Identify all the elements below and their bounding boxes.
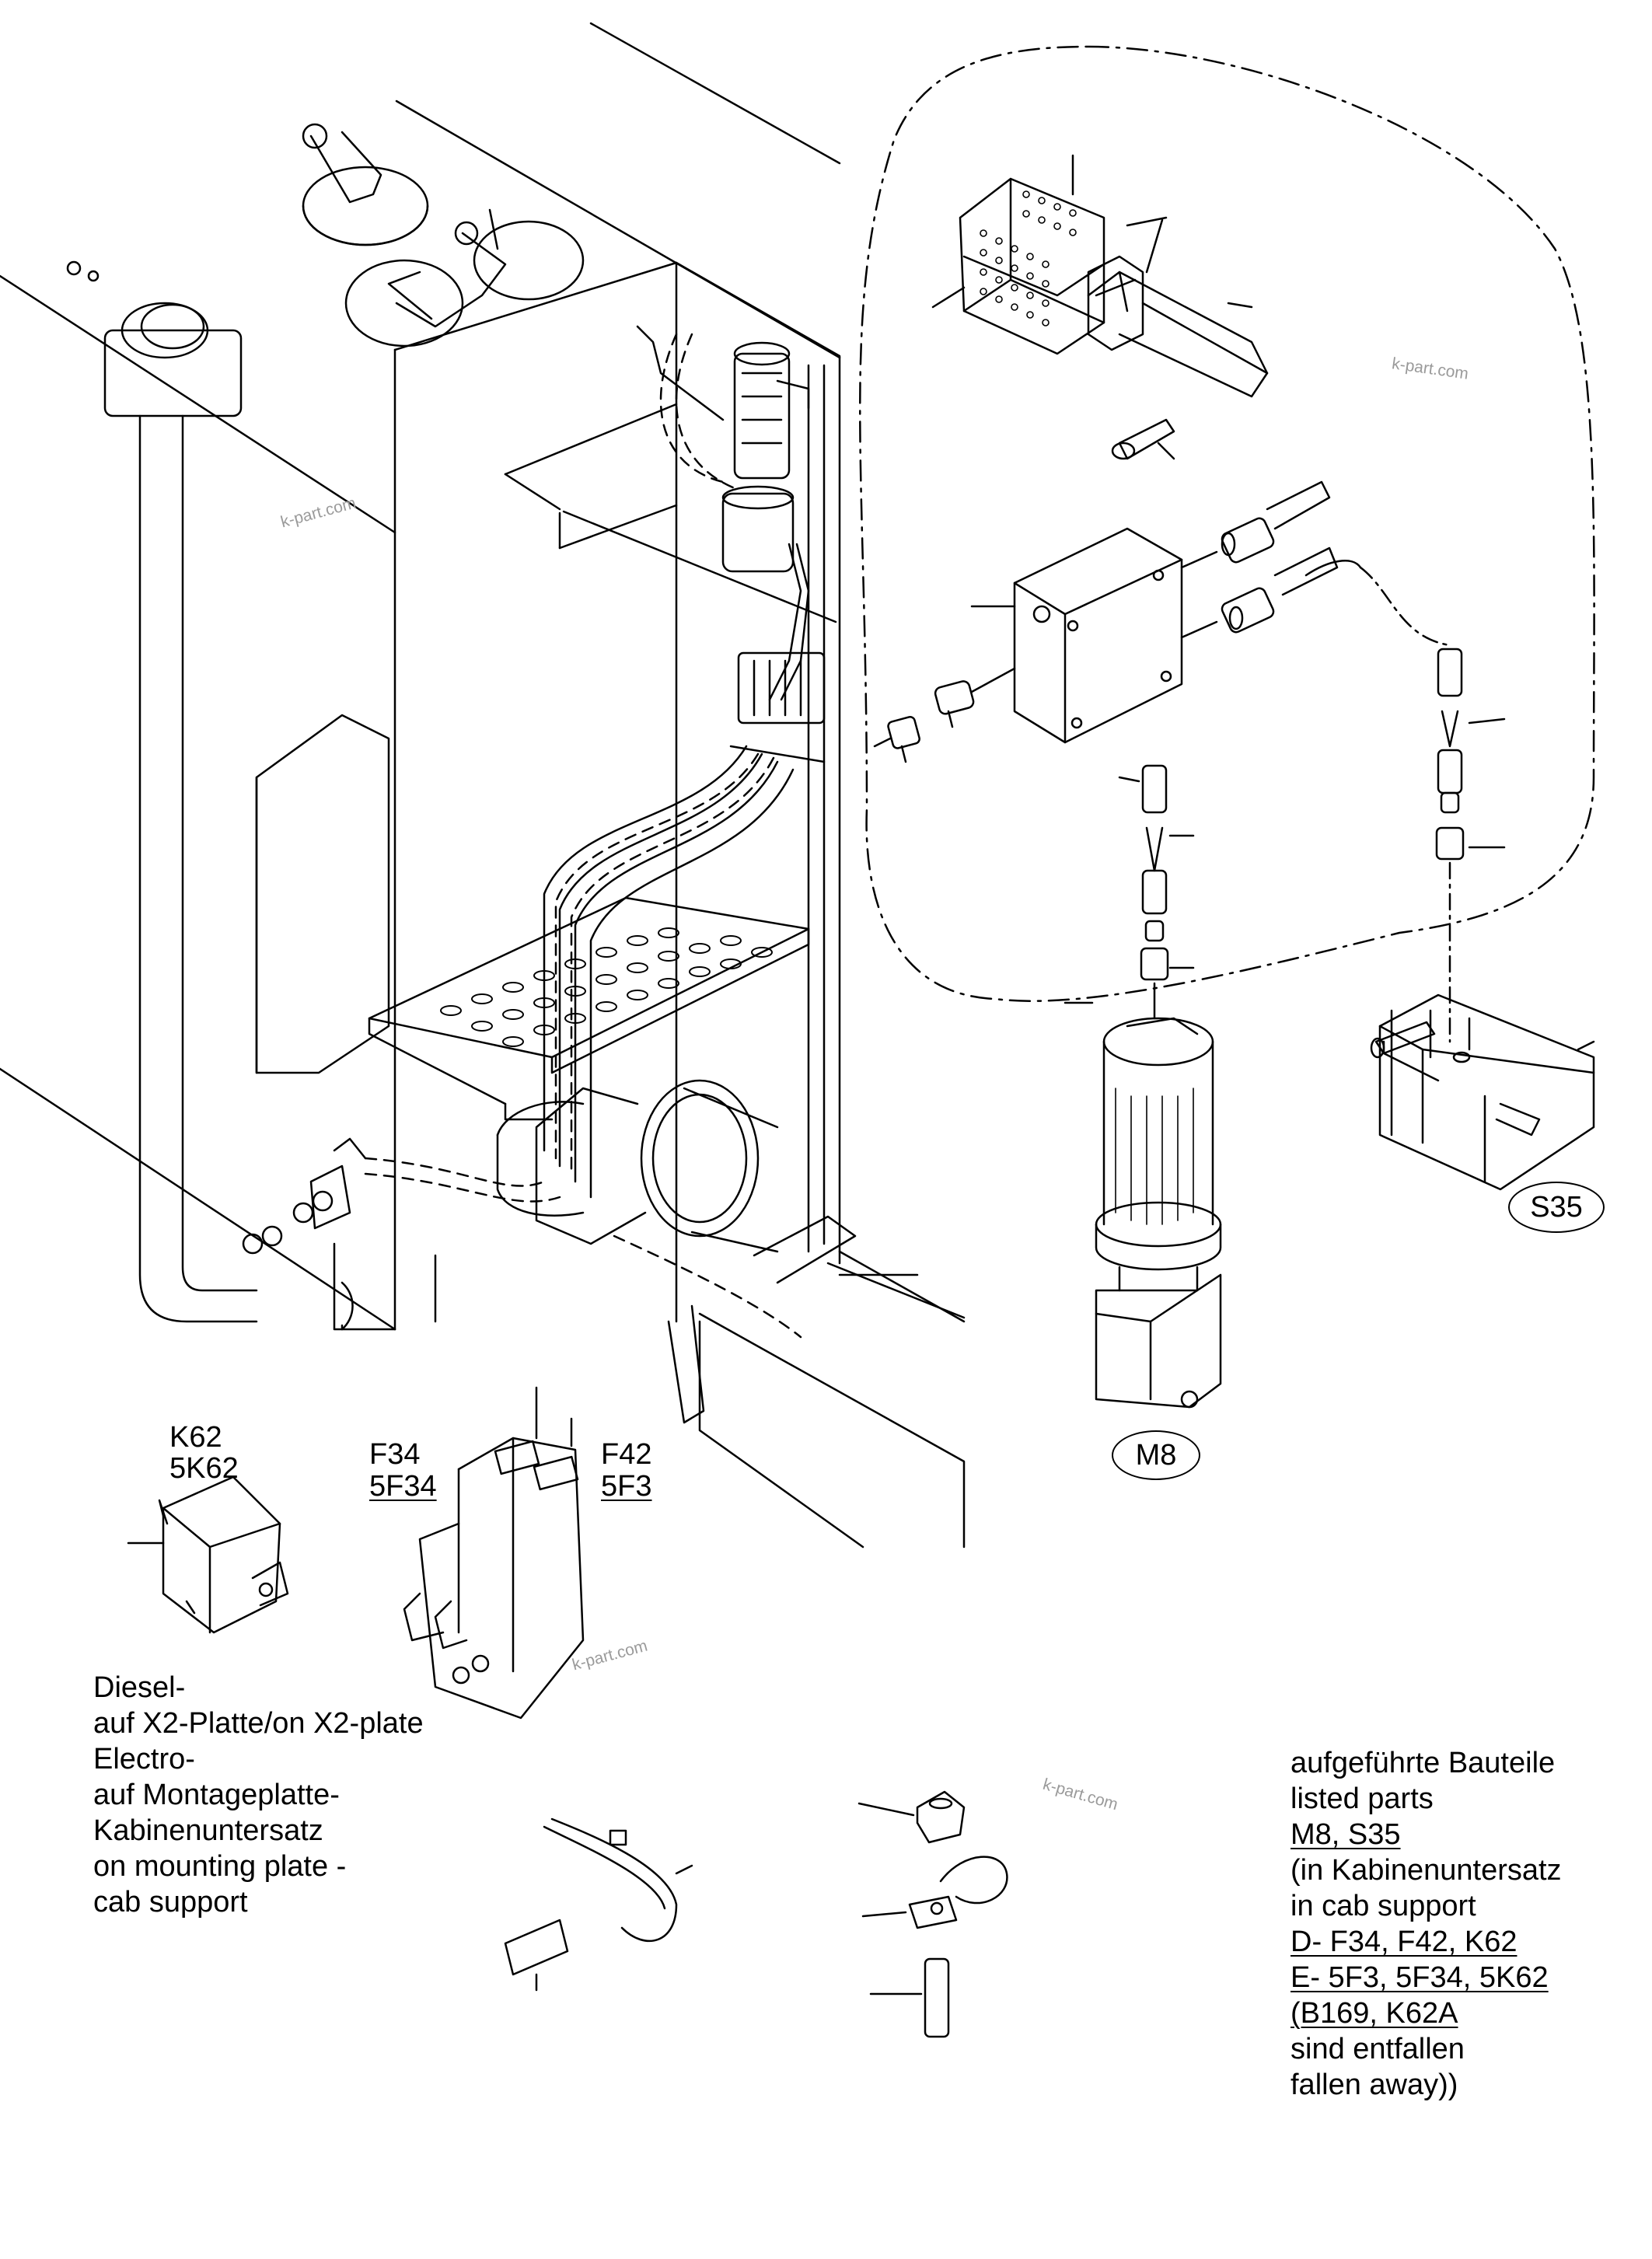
label-f34: F34	[369, 1438, 421, 1471]
parts-note-line: listed parts	[1291, 1782, 1434, 1815]
mounting-note-line: Kabinenuntersatz	[93, 1814, 323, 1847]
mounting-note-line: Diesel-	[93, 1671, 186, 1704]
duct-assembly	[242, 1079, 779, 1255]
motor-m8	[1063, 1001, 1222, 1409]
pump-assembly	[636, 325, 810, 701]
circuit-breakers	[403, 1386, 585, 1720]
parts-note-line: sind entfallen	[1291, 2033, 1465, 2065]
parts-note-line: in cab support	[1291, 1890, 1476, 1922]
terminal-blocks	[931, 154, 1269, 398]
parts-note-line: M8, S35	[1291, 1818, 1401, 1851]
parts-note-line: (B169, K62A	[1291, 1997, 1458, 2030]
label-5f3: 5F3	[601, 1470, 652, 1503]
mounting-note: Diesel- auf X2-Platte/on X2-plate Electr…	[93, 1670, 424, 1920]
mounting-note-line: auf Montageplatte-	[93, 1779, 340, 1811]
label-f42: F42	[601, 1438, 652, 1471]
detail-boundary	[859, 45, 1595, 1002]
connector-stack-right	[1359, 566, 1506, 1043]
connector-stack-left	[1118, 764, 1195, 1020]
junction-box	[970, 527, 1183, 744]
switch-s35	[1370, 993, 1595, 1191]
parts-note-line: aufgeführte Bauteile	[1291, 1747, 1556, 1779]
top-levers	[302, 123, 585, 347]
label-k62: K62	[169, 1421, 222, 1454]
mounting-note-line: auf X2-Platte/on X2-plate	[93, 1707, 424, 1740]
clamp-hardware	[857, 1790, 1008, 2038]
parts-note-line: E- 5F3, 5F34, 5K62	[1291, 1961, 1549, 1994]
parts-note-line: (in Kabinenuntersatz	[1291, 1854, 1562, 1887]
cabinet-frame	[0, 22, 966, 1548]
label-5k62: 5K62	[169, 1452, 239, 1485]
mounting-note-line: cab support	[93, 1886, 248, 1919]
valve-block-and-hoses	[364, 333, 826, 1339]
tank-assembly	[66, 260, 396, 1331]
parts-note-line: fallen away))	[1291, 2069, 1458, 2101]
mounting-note-line: on mounting plate -	[93, 1850, 347, 1883]
screw	[1111, 418, 1175, 460]
cable-tie	[504, 1817, 693, 1992]
cable-glands	[873, 480, 1362, 763]
label-5f34: 5F34	[369, 1470, 437, 1503]
label-m8: M8	[1112, 1430, 1200, 1480]
perforated-shelf	[368, 896, 810, 1121]
parts-note: aufgeführte Bauteile listed parts M8, S3…	[1291, 1745, 1562, 2103]
parts-note-line: D- F34, F42, K62	[1291, 1926, 1518, 1958]
mounting-note-line: Electro-	[93, 1743, 195, 1775]
relay-k62	[127, 1475, 289, 1634]
label-s35: S35	[1508, 1182, 1605, 1233]
